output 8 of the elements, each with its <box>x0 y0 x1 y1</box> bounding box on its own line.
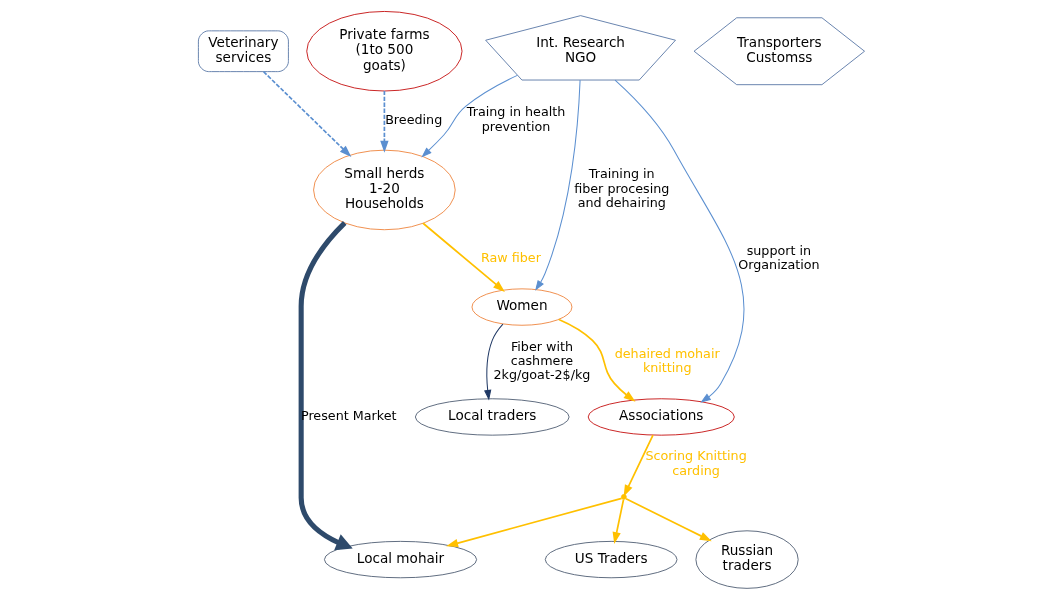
edge-label: Raw fiber <box>480 250 541 266</box>
edge-label: Traing in health prevention <box>466 104 565 134</box>
edge-label: Scoring Knitting carding <box>644 448 747 478</box>
edge-label: Breeding <box>384 111 442 127</box>
edge-label: support in Organization <box>737 243 820 273</box>
edge-label: Training in fiber procesing and dehairing <box>573 166 669 211</box>
edge-label: Fiber with cashmere 2kg/goat-2$/kg <box>492 338 590 383</box>
edge-label: dehaired mohair knitting <box>614 345 720 376</box>
